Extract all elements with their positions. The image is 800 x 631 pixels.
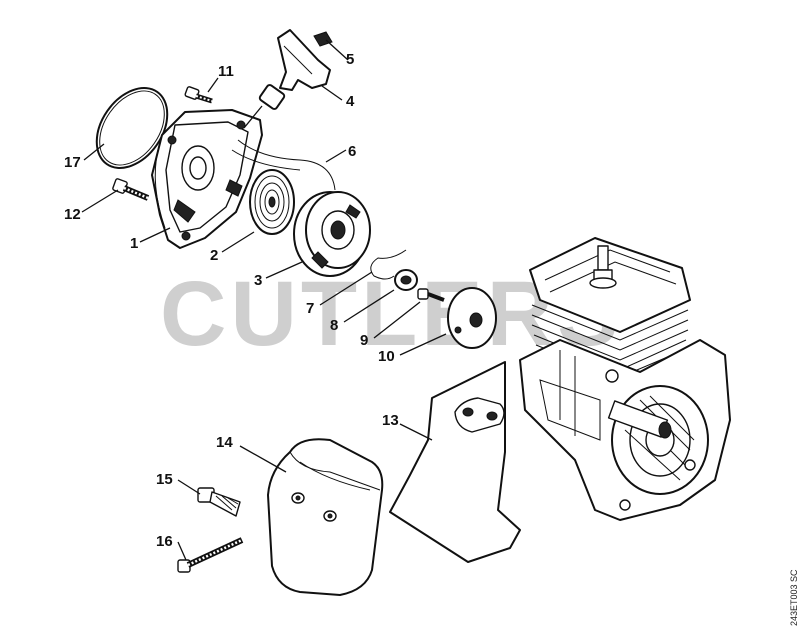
part-7-spring-clip <box>370 249 407 280</box>
callout-10: 10 <box>378 348 395 365</box>
part-16-screw <box>177 537 244 573</box>
callout-12: 12 <box>64 206 81 223</box>
part-engine-assembly <box>519 237 731 521</box>
part-9-screw <box>417 288 445 302</box>
part-3-rope-rotor <box>293 191 371 277</box>
callout-2: 2 <box>210 247 218 264</box>
callout-13: 13 <box>382 412 399 429</box>
drawing-code: 243ET003 SC <box>789 569 799 626</box>
part-5-grip-insert <box>313 31 333 47</box>
part-10-washer <box>447 287 497 349</box>
callout-7: 7 <box>306 300 314 317</box>
callout-14: 14 <box>216 434 233 451</box>
callout-5: 5 <box>346 51 354 68</box>
part-8-pawl <box>394 269 418 291</box>
leader-lines <box>81 39 447 561</box>
callout-labels: 11 5 4 6 17 12 1 2 3 7 8 9 10 13 14 15 1… <box>64 51 399 550</box>
callout-16: 16 <box>156 533 173 550</box>
callout-8: 8 <box>330 317 338 334</box>
part-1-fan-housing <box>151 109 263 249</box>
callout-6: 6 <box>348 143 356 160</box>
callout-9: 9 <box>360 332 368 349</box>
callout-4: 4 <box>346 93 355 110</box>
part-4-starter-grip <box>243 29 331 129</box>
callout-1: 1 <box>130 235 138 252</box>
part-11-screw <box>184 86 213 104</box>
part-14-muffler <box>267 438 384 596</box>
callout-11: 11 <box>218 63 234 80</box>
part-6-starter-rope <box>231 139 336 191</box>
part-12-screw <box>112 178 150 201</box>
callout-17: 17 <box>64 154 81 171</box>
callout-15: 15 <box>156 471 173 488</box>
part-13-heat-shield <box>389 361 521 563</box>
part-2-rewind-spring <box>249 169 295 235</box>
callout-3: 3 <box>254 272 262 289</box>
part-15-spark-arrestor <box>197 487 241 517</box>
part-17-o-ring <box>95 87 169 169</box>
